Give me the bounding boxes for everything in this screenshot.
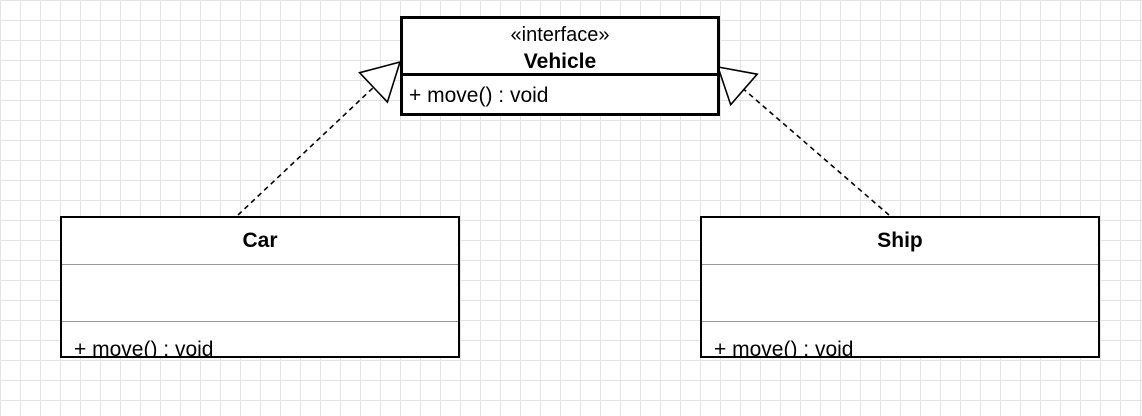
car-class-box[interactable]: Car + move() : void [60,216,460,358]
interface-operation: + move() : void [409,84,549,107]
interface-stereotype: «interface» [510,24,610,46]
vehicle-interface-box[interactable]: «interface» Vehicle + move() : void [400,16,720,116]
interface-name: Vehicle [523,50,597,73]
class-attributes-compartment [702,265,1098,322]
class-name: Car [62,218,458,265]
class-operation: + move() : void [74,338,214,358]
dashed-connector-line [237,86,375,216]
dashed-connector-line [743,88,890,216]
class-attributes-compartment [62,265,458,322]
realization-ship-vehicle[interactable] [716,65,890,216]
interface-header: «interface» Vehicle [403,19,717,76]
realization-car-vehicle[interactable] [237,60,402,216]
class-name: Ship [702,218,1098,265]
class-operation: + move() : void [714,338,854,358]
hollow-triangle-arrowhead-icon [716,65,759,107]
ship-class-box[interactable]: Ship + move() : void [700,216,1100,358]
hollow-triangle-arrowhead-icon [358,60,402,104]
